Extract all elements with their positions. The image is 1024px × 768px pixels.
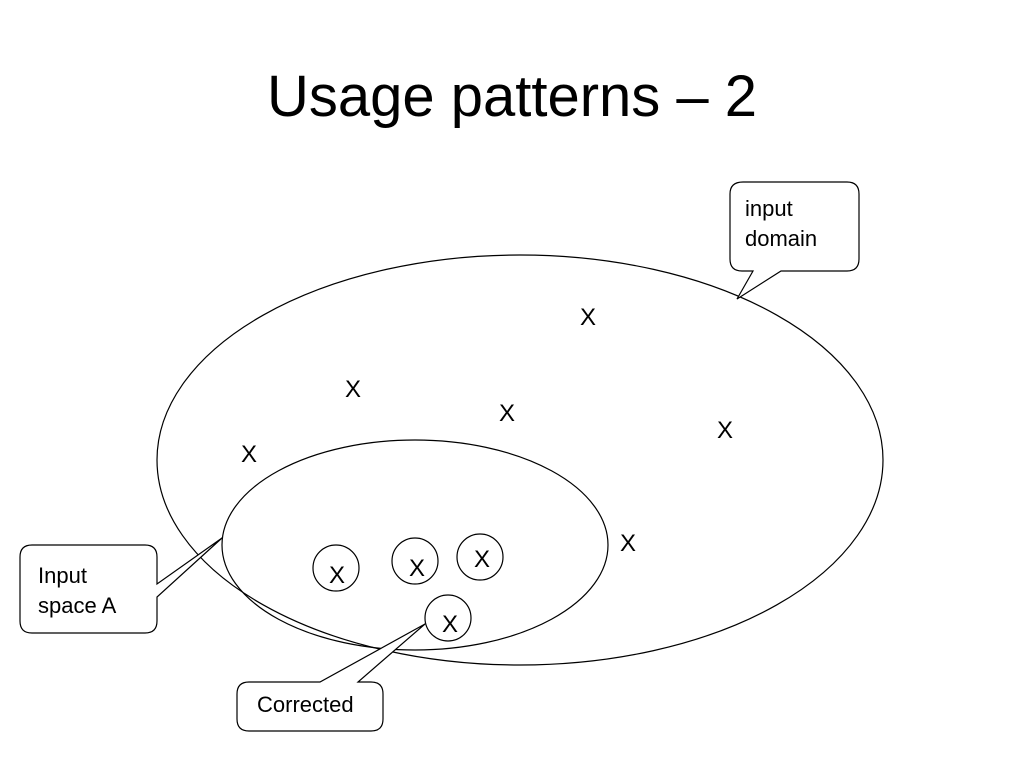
input-domain-callout: input domain: [729, 181, 860, 300]
point-circle: [456, 533, 504, 581]
corrected-label: Corrected: [257, 692, 354, 717]
point-mark: X: [345, 376, 361, 403]
point-circle: [312, 544, 360, 592]
callout-label-line: input: [745, 196, 793, 221]
point-circle: [391, 537, 439, 585]
point-mark: X: [717, 417, 733, 444]
input-domain-ellipse: [156, 254, 884, 666]
point-mark: X: [409, 555, 425, 582]
point-mark: X: [620, 530, 636, 557]
point-circle: [424, 594, 472, 642]
callout-label: input domain: [745, 196, 817, 251]
callout-shape: [729, 181, 860, 300]
point-mark: X: [580, 304, 596, 331]
corrected-callout: Corrected: [236, 623, 426, 732]
point-mark: X: [241, 441, 257, 468]
point-mark: X: [329, 562, 345, 589]
point-mark: X: [474, 546, 490, 573]
input-space-a-ellipse: [221, 439, 609, 651]
callout-label-line: Input: [38, 563, 87, 588]
slide-title: Usage patterns – 2: [266, 64, 758, 129]
point-mark: X: [499, 400, 515, 427]
callout-shape: [19, 537, 223, 634]
point-mark: X: [442, 611, 458, 638]
callout-label-line: space A: [38, 593, 117, 618]
input-space-a-callout: Input space A: [19, 537, 223, 634]
callout-label-line: domain: [745, 226, 817, 251]
callout-label: Input space A: [38, 563, 117, 618]
callout-shape: [236, 623, 426, 732]
